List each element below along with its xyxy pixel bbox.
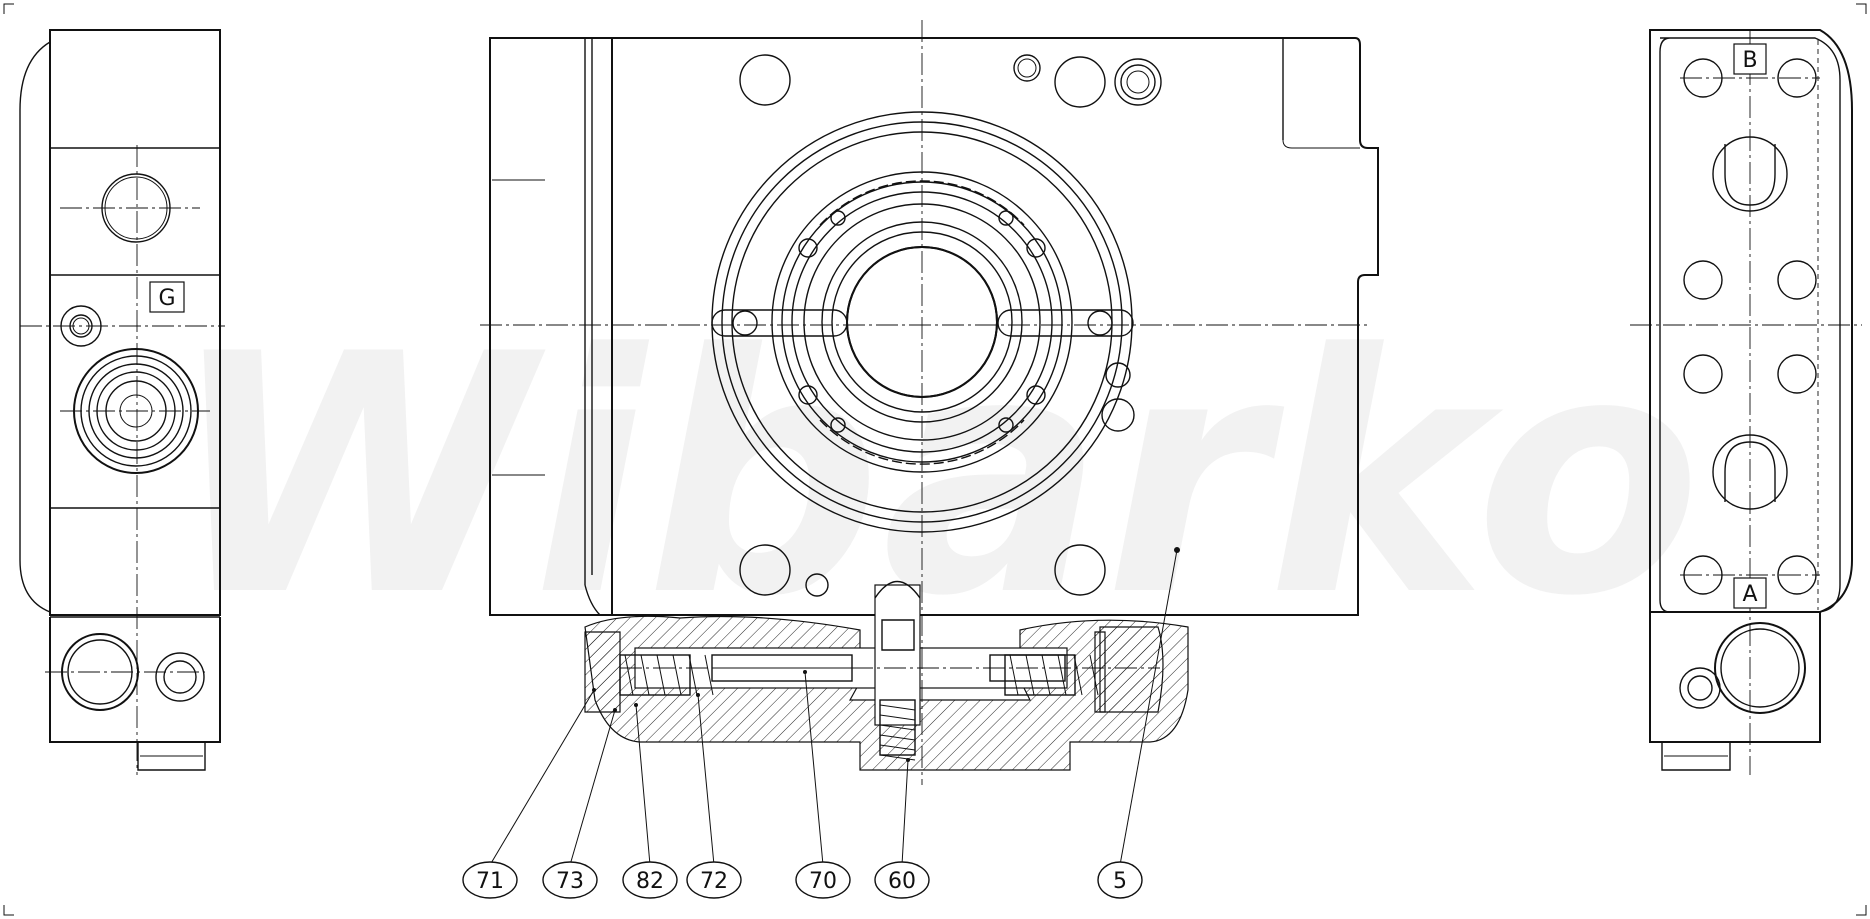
callout-73: 73 (542, 861, 598, 899)
main-body-view (489, 37, 1379, 771)
callout-72: 72 (686, 861, 742, 899)
callout-5-label: 5 (1113, 869, 1127, 894)
callout-60-label: 60 (888, 869, 916, 894)
callout-71-label: 71 (476, 869, 504, 894)
port-g-label: G (158, 286, 175, 311)
callout-73-label: 73 (556, 869, 584, 894)
callout-72-label: 72 (700, 869, 728, 894)
port-a-box (1733, 577, 1767, 609)
port-b-box (1733, 43, 1767, 75)
callout-82-label: 82 (636, 869, 664, 894)
callout-5: 5 (1097, 861, 1143, 899)
callout-71: 71 (462, 861, 518, 899)
callout-70-label: 70 (809, 869, 837, 894)
port-b-label: B (1742, 48, 1757, 73)
right-side-view: B A (1630, 29, 1862, 775)
corner-marks (3, 3, 1867, 916)
main-centerlines (480, 20, 1370, 785)
watermark: Wibarko (168, 284, 1701, 668)
left-side-view: G (19, 29, 225, 775)
callout-leaders (489, 547, 1180, 866)
callout-82: 82 (622, 861, 678, 899)
port-g-box (149, 281, 185, 313)
callout-60: 60 (874, 861, 930, 899)
callout-70: 70 (795, 861, 851, 899)
port-a-label: A (1742, 582, 1757, 607)
